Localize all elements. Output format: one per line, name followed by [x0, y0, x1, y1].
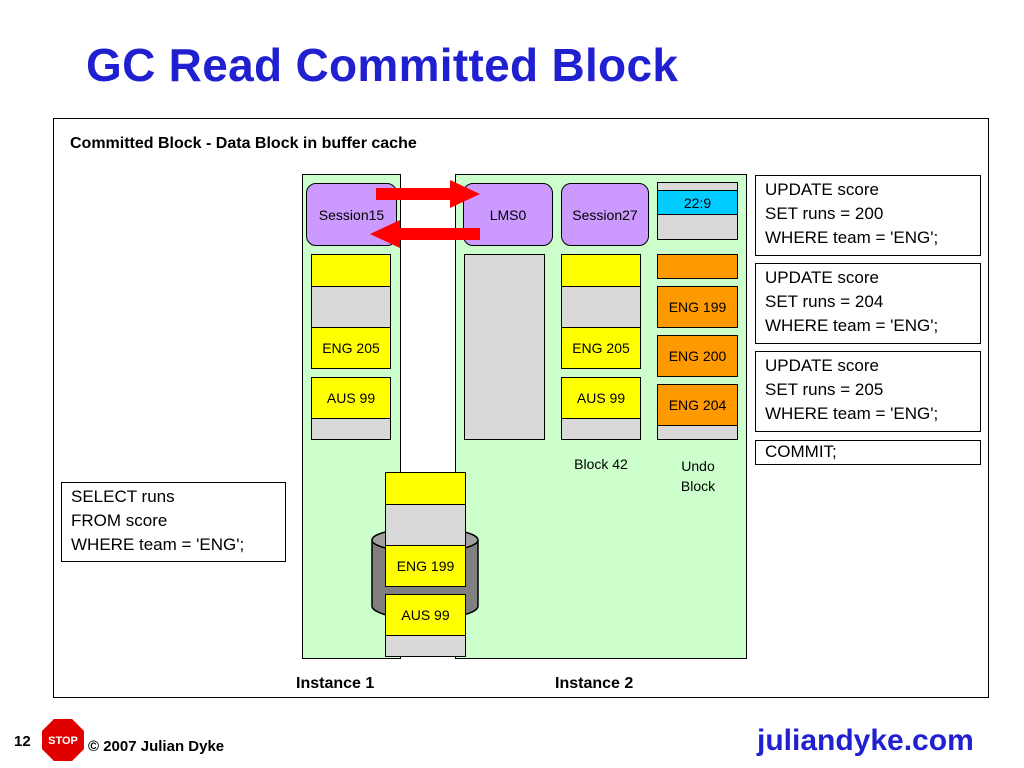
- instance1-row-eng205: ENG 205: [322, 340, 380, 356]
- session15-label: Session15: [318, 206, 385, 223]
- undo-row-eng199: ENG 199: [668, 299, 727, 315]
- update3-line-3: WHERE team = 'ENG';: [765, 404, 939, 423]
- instance1-row-aus99: AUS 99: [326, 390, 376, 406]
- instance-1-label: Instance 1: [296, 675, 375, 692]
- disk-block-footer: [385, 635, 466, 657]
- block42-header: [561, 254, 641, 287]
- instance1-block-row: AUS 99: [311, 377, 391, 419]
- select-line-3: WHERE team = 'ENG';: [71, 535, 245, 554]
- undo-row-eng204: ENG 204: [668, 397, 727, 413]
- undo-label-line2: Block: [680, 478, 716, 494]
- select-line-2: FROM score: [71, 511, 168, 530]
- diagram-frame: [53, 118, 989, 698]
- block42-row: AUS 99: [561, 377, 641, 419]
- undo-block-label: Undo Block: [660, 456, 736, 496]
- session27-process: Session27: [561, 183, 649, 246]
- instance1-block-row: ENG 205: [311, 327, 391, 369]
- update1-line-2: SET runs = 200: [765, 204, 884, 223]
- undo-header-slot: 22:9: [657, 190, 738, 215]
- disk-block-row: ENG 199: [385, 545, 466, 587]
- update-statement-box-1: UPDATE score SET runs = 200 WHERE team =…: [755, 175, 981, 256]
- update2-line-1: UPDATE score: [765, 268, 879, 287]
- block42-row-empty: [561, 286, 641, 328]
- instance-2-label: Instance 2: [555, 675, 634, 692]
- disk-row-aus99: AUS 99: [401, 607, 450, 623]
- instance1-block-header: [311, 254, 391, 287]
- undo-header-bottom: [657, 214, 738, 240]
- block42-row-eng205: ENG 205: [572, 340, 630, 356]
- block42-row-aus99: AUS 99: [576, 390, 626, 406]
- commit-line: COMMIT;: [765, 442, 837, 461]
- undo-row-eng200: ENG 200: [668, 348, 727, 364]
- red-double-arrow-icon: [370, 180, 480, 248]
- update1-line-3: WHERE team = 'ENG';: [765, 228, 939, 247]
- undo-block-header: [657, 254, 738, 279]
- instance1-block-footer: [311, 418, 391, 440]
- undo-row: ENG 199: [657, 286, 738, 328]
- update2-line-2: SET runs = 204: [765, 292, 884, 311]
- select-line-1: SELECT runs: [71, 487, 175, 506]
- commit-statement-box: COMMIT;: [755, 440, 981, 465]
- instance1-block-row-empty: [311, 286, 391, 328]
- block42-label: Block 42: [574, 456, 628, 472]
- update1-line-1: UPDATE score: [765, 180, 879, 199]
- brand-name: juliandyke.com: [757, 724, 974, 757]
- undo-label-line1: Undo: [681, 458, 715, 474]
- lms0-label: LMS0: [489, 206, 527, 223]
- slide-number: 12: [14, 733, 31, 750]
- update-statement-box-2: UPDATE score SET runs = 204 WHERE team =…: [755, 263, 981, 344]
- undo-row: ENG 204: [657, 384, 738, 426]
- disk-block-row-empty: [385, 504, 466, 546]
- undo-header-label: 22:9: [683, 194, 712, 211]
- undo-block-footer: [657, 425, 738, 440]
- stop-sign-text: STOP: [48, 735, 78, 747]
- instance2-empty-buffer: [464, 254, 545, 440]
- disk-row-eng199: ENG 199: [396, 558, 455, 574]
- update3-line-1: UPDATE score: [765, 356, 879, 375]
- update2-line-3: WHERE team = 'ENG';: [765, 316, 939, 335]
- disk-block-row: AUS 99: [385, 594, 466, 636]
- block42-row: ENG 205: [561, 327, 641, 369]
- diagram-caption: Committed Block - Data Block in buffer c…: [70, 135, 417, 152]
- update-statement-box-3: UPDATE score SET runs = 205 WHERE team =…: [755, 351, 981, 432]
- select-statement-box: SELECT runs FROM score WHERE team = 'ENG…: [61, 482, 286, 562]
- page-title: GC Read Committed Block: [86, 39, 679, 91]
- disk-block-header: [385, 472, 466, 505]
- stop-sign-icon: STOP: [40, 717, 86, 763]
- session27-label: Session27: [572, 206, 638, 223]
- block42-footer: [561, 418, 641, 440]
- copyright-text: © 2007 Julian Dyke: [88, 738, 225, 755]
- update3-line-2: SET runs = 205: [765, 380, 884, 399]
- undo-row: ENG 200: [657, 335, 738, 377]
